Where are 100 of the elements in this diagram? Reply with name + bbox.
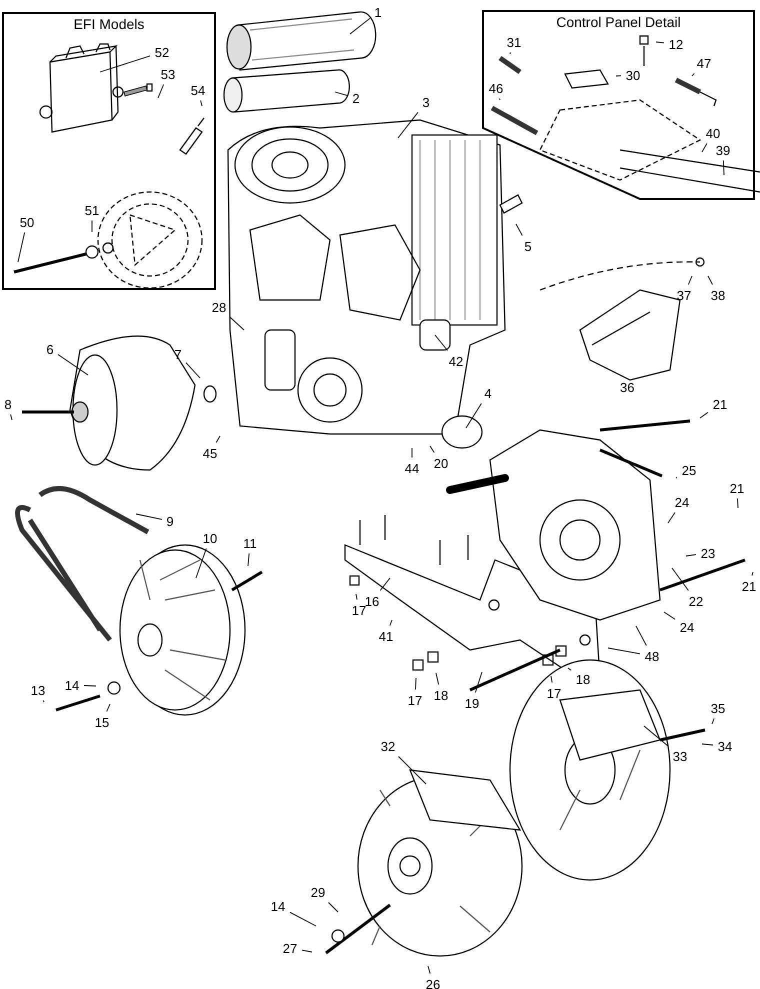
leader-line bbox=[550, 676, 553, 683]
leader-line bbox=[608, 648, 640, 654]
leader-line bbox=[688, 276, 692, 285]
leader-line bbox=[42, 700, 44, 702]
leader-line bbox=[389, 620, 392, 626]
callout-number: 32 bbox=[379, 738, 397, 754]
callout-number: 6 bbox=[45, 342, 55, 356]
leader-line bbox=[702, 744, 714, 746]
callout-number: 10 bbox=[201, 530, 219, 546]
leader-line bbox=[708, 276, 713, 285]
callout-number: 41 bbox=[377, 628, 395, 644]
leader-line bbox=[380, 578, 390, 591]
callout-number: 18 bbox=[432, 688, 450, 702]
leader-line bbox=[702, 143, 708, 152]
leader-line bbox=[474, 672, 482, 693]
callout-number: 22 bbox=[687, 594, 705, 608]
callout-number: 14 bbox=[63, 678, 81, 692]
callout-number: 27 bbox=[281, 940, 299, 956]
callout-number: 53 bbox=[159, 66, 177, 82]
leader-line bbox=[692, 73, 695, 76]
leader-line bbox=[656, 42, 664, 44]
leader-line bbox=[686, 554, 696, 556]
leader-line bbox=[568, 668, 572, 671]
leader-line bbox=[712, 718, 715, 724]
callout-number: 2 bbox=[351, 90, 361, 106]
leader-line bbox=[430, 446, 435, 453]
callout-number: 33 bbox=[671, 748, 689, 764]
leader-line bbox=[58, 354, 88, 376]
callout-number: 5 bbox=[523, 238, 533, 254]
callout-number: 37 bbox=[675, 288, 693, 302]
leader-line bbox=[752, 572, 754, 576]
callout-number: 21 bbox=[740, 578, 758, 594]
callout-number: 54 bbox=[189, 82, 207, 98]
leader-line bbox=[676, 476, 678, 478]
callout-number: 28 bbox=[210, 300, 228, 314]
leader-line bbox=[216, 436, 220, 443]
leader-line bbox=[10, 414, 12, 420]
leader-line bbox=[466, 403, 482, 428]
callout-number: 42 bbox=[447, 354, 465, 368]
callout-number: 8 bbox=[3, 396, 13, 412]
leader-line bbox=[700, 412, 708, 418]
callout-number: 19 bbox=[463, 696, 481, 710]
callout-number: 12 bbox=[667, 36, 685, 52]
leader-line bbox=[196, 548, 207, 578]
callout-number: 20 bbox=[432, 456, 450, 470]
callout-number: 47 bbox=[695, 56, 713, 70]
leader-line bbox=[428, 966, 431, 974]
callout-number: 4 bbox=[483, 386, 493, 400]
leader-line bbox=[398, 112, 418, 138]
leader-line bbox=[636, 626, 647, 646]
callout-number: 21 bbox=[728, 480, 746, 496]
leader-line bbox=[722, 160, 724, 176]
leader-line bbox=[350, 18, 370, 34]
callout-number: 36 bbox=[620, 380, 634, 395]
inset-panel bbox=[482, 10, 755, 200]
callout-number: 44 bbox=[403, 460, 421, 476]
leader-line bbox=[644, 726, 668, 746]
callout-number: 13 bbox=[29, 682, 47, 698]
callout-number: 45 bbox=[201, 446, 219, 460]
callout-number: 25 bbox=[680, 462, 698, 478]
inset-title: Control Panel Detail bbox=[555, 14, 682, 30]
leader-line bbox=[668, 512, 676, 524]
inset-panel bbox=[2, 12, 216, 290]
callout-number: 30 bbox=[624, 68, 642, 82]
callout-number: 17 bbox=[406, 692, 424, 708]
callout-number: 23 bbox=[699, 546, 717, 560]
callout-number: 21 bbox=[711, 396, 729, 412]
callout-number: 29 bbox=[309, 884, 327, 900]
callout-number: 17 bbox=[545, 686, 563, 700]
callout-number: 11 bbox=[241, 536, 259, 550]
leader-line bbox=[398, 756, 426, 784]
inset-title: EFI Models bbox=[72, 16, 146, 32]
callout-number: 46 bbox=[487, 80, 505, 96]
leader-line bbox=[290, 912, 316, 926]
leader-line bbox=[84, 685, 96, 686]
leader-line bbox=[100, 55, 150, 72]
leader-line bbox=[186, 362, 200, 378]
leader-line bbox=[356, 594, 358, 600]
callout-number: 18 bbox=[574, 672, 592, 686]
leader-line bbox=[434, 334, 448, 351]
leader-line bbox=[200, 100, 202, 106]
callout-number: 24 bbox=[673, 494, 691, 510]
leader-line bbox=[664, 612, 676, 620]
leader-line bbox=[158, 84, 164, 98]
leader-line bbox=[616, 75, 622, 76]
callout-number: 24 bbox=[678, 620, 696, 634]
leader-line bbox=[672, 568, 689, 591]
callout-number: 1 bbox=[373, 4, 383, 20]
callout-number: 50 bbox=[18, 214, 36, 230]
callout-number: 14 bbox=[269, 898, 287, 914]
leader-line bbox=[334, 92, 348, 96]
leader-line bbox=[516, 224, 523, 236]
leader-line bbox=[18, 232, 26, 262]
callout-number: 38 bbox=[709, 288, 727, 302]
callout-number: 40 bbox=[704, 126, 722, 140]
leader-line bbox=[328, 902, 338, 912]
leader-line bbox=[230, 317, 244, 330]
leader-line bbox=[737, 498, 738, 508]
leader-line bbox=[436, 672, 440, 685]
leader-line bbox=[415, 678, 416, 690]
